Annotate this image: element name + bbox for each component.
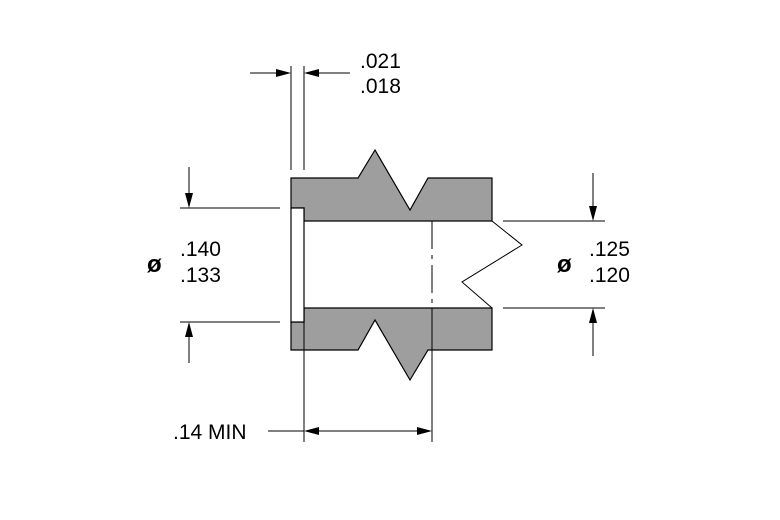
- arrowhead: [304, 427, 319, 435]
- arrowhead: [417, 427, 432, 435]
- flange-thickness-max: .021: [360, 50, 401, 73]
- arrowhead: [276, 69, 291, 77]
- bore-diameter-max: .125: [589, 238, 630, 261]
- flange-thickness-dimension: .021 .018: [250, 50, 401, 170]
- outer-diameter-max: .140: [180, 238, 221, 261]
- arrowhead: [304, 69, 319, 77]
- diameter-symbol: ø: [557, 251, 572, 278]
- lower-wall-section: [290, 307, 493, 382]
- arrowhead: [185, 193, 193, 208]
- bore-diameter-min: .120: [589, 264, 630, 287]
- panel-thickness-label: .14 MIN: [173, 421, 247, 444]
- flange-thickness-min: .018: [360, 75, 401, 98]
- bore-break-line: [461, 220, 523, 309]
- outer-diameter-dimension: ø .140 .133: [147, 167, 280, 363]
- part-cross-section: [290, 148, 523, 382]
- outer-diameter-min: .133: [180, 264, 221, 287]
- arrowhead: [589, 308, 597, 323]
- flange-slot: [290, 207, 305, 323]
- upper-wall-section: [290, 148, 493, 222]
- panel-thickness-dimension: .14 MIN: [173, 308, 433, 444]
- diameter-symbol: ø: [147, 251, 162, 278]
- arrowhead: [185, 322, 193, 337]
- bore-diameter-dimension: ø .125 .120: [503, 173, 630, 356]
- arrowhead: [589, 206, 597, 221]
